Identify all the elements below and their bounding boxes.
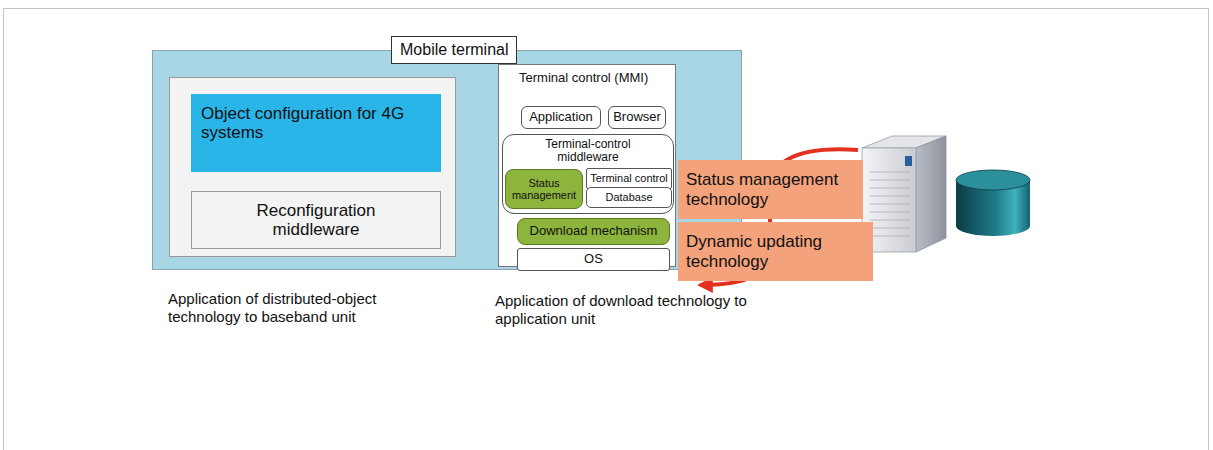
control-box: Terminal control xyxy=(586,168,672,189)
node-text: Browser xyxy=(613,110,661,125)
node-text: Object configuration for 4G systems xyxy=(201,104,406,142)
node-text: Download mechanism xyxy=(530,224,658,239)
status-box: Status management xyxy=(505,169,583,209)
node-text: OS xyxy=(584,252,603,267)
object-box: Object configuration for 4G systems xyxy=(191,94,441,172)
control-panel: Terminal control (MMI) Application Browser… xyxy=(498,64,676,267)
server-icon xyxy=(862,136,946,252)
node-text: Terminal control xyxy=(590,172,668,184)
tech-label-box: Dynamic updating technology xyxy=(678,222,873,281)
os-box: OS xyxy=(517,248,670,271)
tech-label-box: Status management technology xyxy=(678,160,863,219)
caption-note: Application of distributed-object techno… xyxy=(168,290,428,326)
middleware-group: Terminal-control middlewareStatus manage… xyxy=(502,134,674,214)
app-box: Application xyxy=(521,106,601,129)
node-text: Mobile terminal xyxy=(391,36,517,64)
database-box: Database xyxy=(586,187,672,208)
node-text: Terminal control (MMI) xyxy=(519,71,648,86)
middleware-box: Reconfiguration middleware xyxy=(191,191,441,249)
node-text: Status management technology xyxy=(686,170,855,208)
frame-line xyxy=(4,9,1209,450)
caption-note: Application of download technology to ap… xyxy=(495,292,765,328)
node-text: Dynamic updating technology xyxy=(686,232,865,270)
app-box: Browser xyxy=(608,106,666,129)
node-text: Database xyxy=(605,191,652,203)
node-text: Reconfiguration middleware xyxy=(236,201,396,239)
node-text: Terminal-control middleware xyxy=(523,138,653,164)
terminal-box: Mobile terminalObject configuration for … xyxy=(152,50,742,270)
download-box: Download mechanism xyxy=(517,218,670,245)
node-text: Status management xyxy=(508,177,580,202)
database-icon xyxy=(956,170,1030,236)
node-text: Application xyxy=(529,110,593,125)
